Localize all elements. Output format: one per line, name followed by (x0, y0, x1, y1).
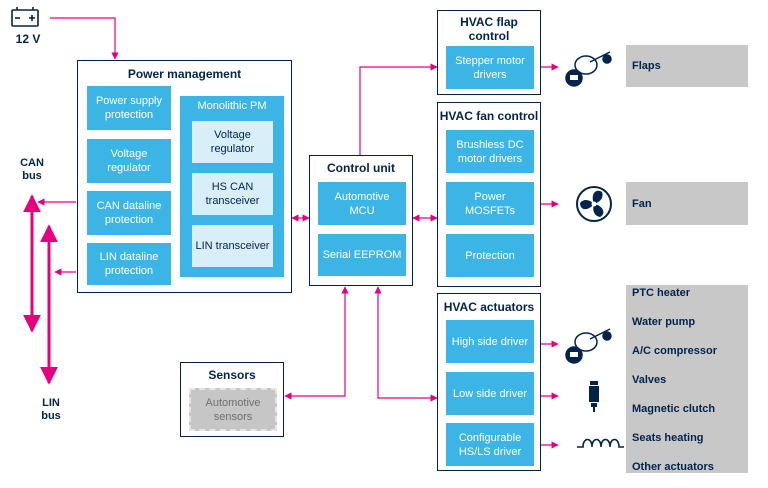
automotive-sensors-block: Automotive sensors (189, 388, 277, 431)
automotive-mcu-block: Automotive MCU (318, 182, 406, 225)
control-unit-panel: Control unit Automotive MCU Serial EEPRO… (309, 155, 413, 286)
flaps-output: Flaps (626, 45, 748, 87)
sensor-connector (284, 286, 349, 400)
valves-item: Valves (632, 374, 667, 386)
magnetic-clutch-item: Magnetic clutch (632, 403, 716, 415)
battery-icon (11, 7, 39, 27)
fan-icon (576, 186, 612, 222)
low-side-driver-block: Low side driver (446, 372, 534, 415)
mono-voltage-regulator-block: Voltage regulator (191, 120, 274, 164)
voltage-regulator-block: Voltage regulator (87, 139, 171, 183)
motor-icon (565, 328, 612, 364)
lin-dataline-protection-block: LIN dataline protection (87, 243, 171, 285)
seats-heating-item: Seats heating (632, 432, 704, 444)
power-management-panel: Power management Power supply protection… (77, 60, 292, 293)
can-dataline-protection-block: CAN dataline protection (87, 191, 171, 235)
battery-connector (50, 17, 119, 60)
hvac-fan-title: HVAC fan control (439, 109, 539, 123)
actuator-output-list: PTC heater Water pump A/C compressor Val… (626, 285, 748, 473)
configurable-driver-block: Configurable HS/LS driver (446, 423, 534, 466)
high-side-driver-block: High side driver (446, 320, 534, 363)
other-actuators-item: Other actuators (632, 461, 714, 473)
can-bus-label-line2: bus (22, 170, 42, 182)
hs-can-transceiver-block: HS CAN transceiver (191, 172, 274, 216)
battery-label: 12 V (15, 32, 41, 46)
cu-actuator-connector (374, 286, 438, 402)
cu-flap-connector (359, 63, 438, 156)
monolithic-pm-block: Monolithic PM Voltage regulator HS CAN t… (180, 96, 284, 277)
motor-icon (565, 51, 612, 87)
ac-compressor-item: A/C compressor (632, 345, 717, 357)
ptc-heater-item: PTC heater (632, 287, 691, 299)
power-management-title: Power management (127, 67, 242, 81)
protection-block: Protection (446, 234, 534, 277)
lin-bus-label: LIN bus (31, 397, 71, 423)
lin-bus-label-line2: bus (41, 410, 61, 422)
power-mosfets-block: Power MOSFETs (446, 182, 534, 225)
hvac-actuators-panel: HVAC actuators High side driver Low side… (437, 293, 541, 471)
fan-output: Fan (626, 182, 748, 225)
sensors-title: Sensors (208, 368, 256, 382)
sensors-panel: Sensors Automotive sensors (180, 362, 284, 437)
power-supply-protection-block: Power supply protection (87, 86, 171, 130)
hvac-actuators-title: HVAC actuators (443, 300, 535, 314)
injector-icon (589, 381, 599, 412)
monolithic-pm-title: Monolithic PM (197, 100, 267, 112)
water-pump-item: Water pump (632, 316, 696, 328)
coil-icon (577, 438, 624, 448)
hvac-flap-title: HVAC flap control (460, 15, 518, 43)
hvac-fan-panel: HVAC fan control Brushless DC motor driv… (437, 102, 541, 287)
can-bus-label-line1: CAN (20, 157, 44, 169)
stepper-motor-drivers-block: Stepper motor drivers (446, 46, 534, 89)
brushless-dc-drivers-block: Brushless DC motor drivers (446, 130, 534, 173)
control-unit-title: Control unit (327, 161, 395, 175)
lin-bus-label-line1: LIN (42, 397, 60, 409)
can-bus-label: CAN bus (12, 157, 52, 183)
hvac-flap-panel: HVAC flap control Stepper motor drivers (437, 10, 541, 95)
serial-eeprom-block: Serial EEPROM (318, 234, 406, 276)
lin-transceiver-block: LIN transceiver (191, 224, 274, 268)
